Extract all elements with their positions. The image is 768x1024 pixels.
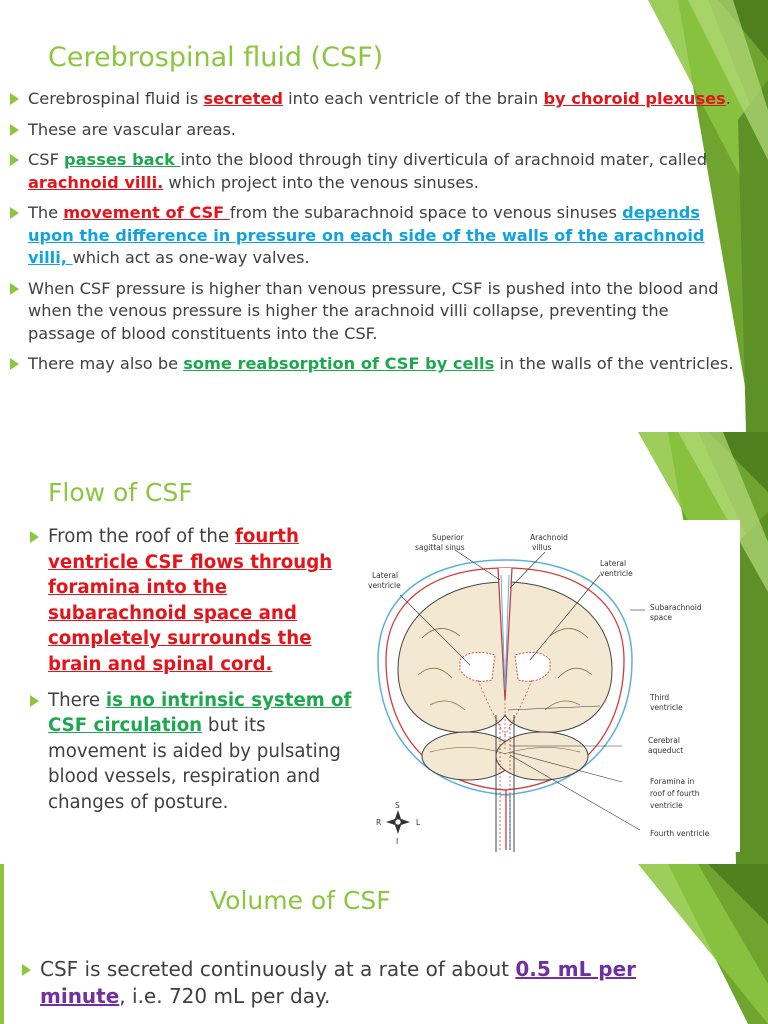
slide-decoration (648, 0, 768, 432)
bullet-item: There is no intrinsic system of CSF circ… (26, 688, 356, 816)
bullet-item: CSF is secreted continuously at a rate o… (18, 956, 698, 1010)
bullet-arrow-icon (10, 123, 19, 136)
label-foramina: ventricle (650, 801, 683, 810)
bullet-text: From the roof of the (48, 526, 235, 547)
highlighted-text: arachnoid villi. (28, 172, 164, 192)
bullet-list: Cerebrospinal fluid is secreted into eac… (6, 88, 736, 376)
slide-decoration (638, 864, 768, 1024)
bullet-arrow-icon (10, 93, 19, 105)
highlighted-text: passes back (64, 150, 181, 169)
label-arachnoid-villus: villus (532, 543, 551, 552)
bullet-item: When CSF pressure is higher than venous … (6, 278, 736, 346)
bullet-arrow-icon (10, 154, 19, 166)
label-cerebral-aqueduct: Cerebral (648, 736, 680, 745)
bullet-text: When CSF pressure is higher than venous … (28, 278, 719, 343)
label-lateral-ventricle: ventricle (368, 581, 401, 590)
highlighted-text: is no intrinsic system of CSF circulatio… (48, 689, 352, 737)
highlighted-text: secreted (203, 89, 283, 108)
highlighted-text: some reabsorption of CSF by cells (183, 354, 495, 373)
bullet-text: which act as one-way valves. (72, 248, 310, 267)
bullet-item: Cerebrospinal fluid is secreted into eac… (6, 88, 736, 111)
section-title: Flow of CSF (48, 478, 193, 507)
slide-csf: Cerebrospinal fluid (CSF) Cerebrospinal … (0, 0, 768, 432)
highlighted-text: depends upon the difference in pressure … (28, 203, 705, 267)
label-subarachnoid-space: space (650, 613, 672, 622)
label-lateral-ventricle: Lateral (600, 559, 626, 568)
csf-flow-diagram: S I R L Superior sagittal sinus Arachnoi… (360, 520, 740, 852)
section-title: Volume of CSF (210, 886, 391, 915)
slide-decoration-left (0, 864, 4, 1024)
bullet-arrow-icon (10, 282, 19, 295)
bullet-text: These are vascular areas. (28, 119, 236, 139)
bullet-item: There may also be some reabsorption of C… (6, 353, 736, 376)
bullet-text: There (48, 689, 106, 711)
bullet-item: CSF passes back into the blood through t… (6, 149, 736, 194)
label-third-ventricle: ventricle (650, 703, 683, 712)
bullet-list: From the roof of the fourth ventricle CS… (26, 524, 356, 816)
bullet-arrow-icon (30, 694, 39, 707)
bullet-text: , i.e. 720 mL per day. (119, 984, 331, 1008)
bullet-text: CSF (28, 150, 65, 169)
highlighted-text: fourth ventricle CSF flows through foram… (48, 526, 333, 675)
label-superior-sagittal-sinus: Superior (432, 533, 465, 542)
compass-label-l: L (416, 818, 421, 827)
highlighted-text: by choroid plexuses (543, 89, 726, 108)
bullet-arrow-icon (30, 531, 39, 543)
slide-volume: Volume of CSF CSF is secreted continuous… (0, 864, 768, 1024)
label-third-ventricle: Third (649, 693, 669, 702)
bullet-text: into the blood through tiny diverticula … (180, 150, 708, 169)
bullet-text: Cerebrospinal fluid is (28, 89, 204, 108)
label-superior-sagittal-sinus: sagittal sinus (415, 543, 465, 552)
label-subarachnoid-space: Subarachnoid (650, 603, 702, 612)
label-fourth-ventricle: Fourth ventricle (650, 829, 710, 838)
bullet-text: There may also be (28, 354, 184, 373)
bullet-text: The (28, 203, 64, 222)
bullet-text: into each ventricle of the brain (282, 89, 544, 108)
compass-label-i: I (396, 837, 398, 846)
bullet-text: CSF is secreted continuously at a rate o… (40, 957, 516, 981)
compass-label-s: S (395, 801, 400, 810)
label-cerebral-aqueduct: aqueduct (648, 746, 683, 755)
bullet-arrow-icon (22, 964, 31, 976)
label-foramina: roof of fourth (650, 789, 700, 798)
bullet-item: The movement of CSF from the subarachnoi… (6, 202, 736, 270)
bullet-list: CSF is secreted continuously at a rate o… (18, 956, 698, 1010)
highlighted-text: 0.5 mL per minute (40, 957, 637, 1008)
bullet-item: These are vascular areas. (6, 119, 736, 142)
bullet-text: but its movement is aided by pulsating b… (48, 715, 341, 813)
label-lateral-ventricle: ventricle (600, 569, 633, 578)
bullet-text: in the walls of the ventricles. (494, 354, 734, 373)
bullet-text: from the subarachnoid space to venous si… (229, 203, 623, 222)
bullet-text: which project into the venous sinuses. (163, 172, 479, 192)
bullet-arrow-icon (10, 358, 19, 370)
highlighted-text: movement of CSF (63, 203, 230, 222)
bullet-item: From the roof of the fourth ventricle CS… (26, 524, 356, 678)
bullet-text: . (725, 89, 731, 108)
page-title: Cerebrospinal fluid (CSF) (48, 42, 384, 73)
label-arachnoid-villus: Arachnoid (530, 533, 568, 542)
compass-label-r: R (376, 818, 381, 827)
bullet-arrow-icon (10, 207, 19, 219)
label-lateral-ventricle: Lateral (372, 571, 398, 580)
label-foramina: Foramina in (650, 777, 695, 786)
compass-icon (386, 810, 410, 834)
